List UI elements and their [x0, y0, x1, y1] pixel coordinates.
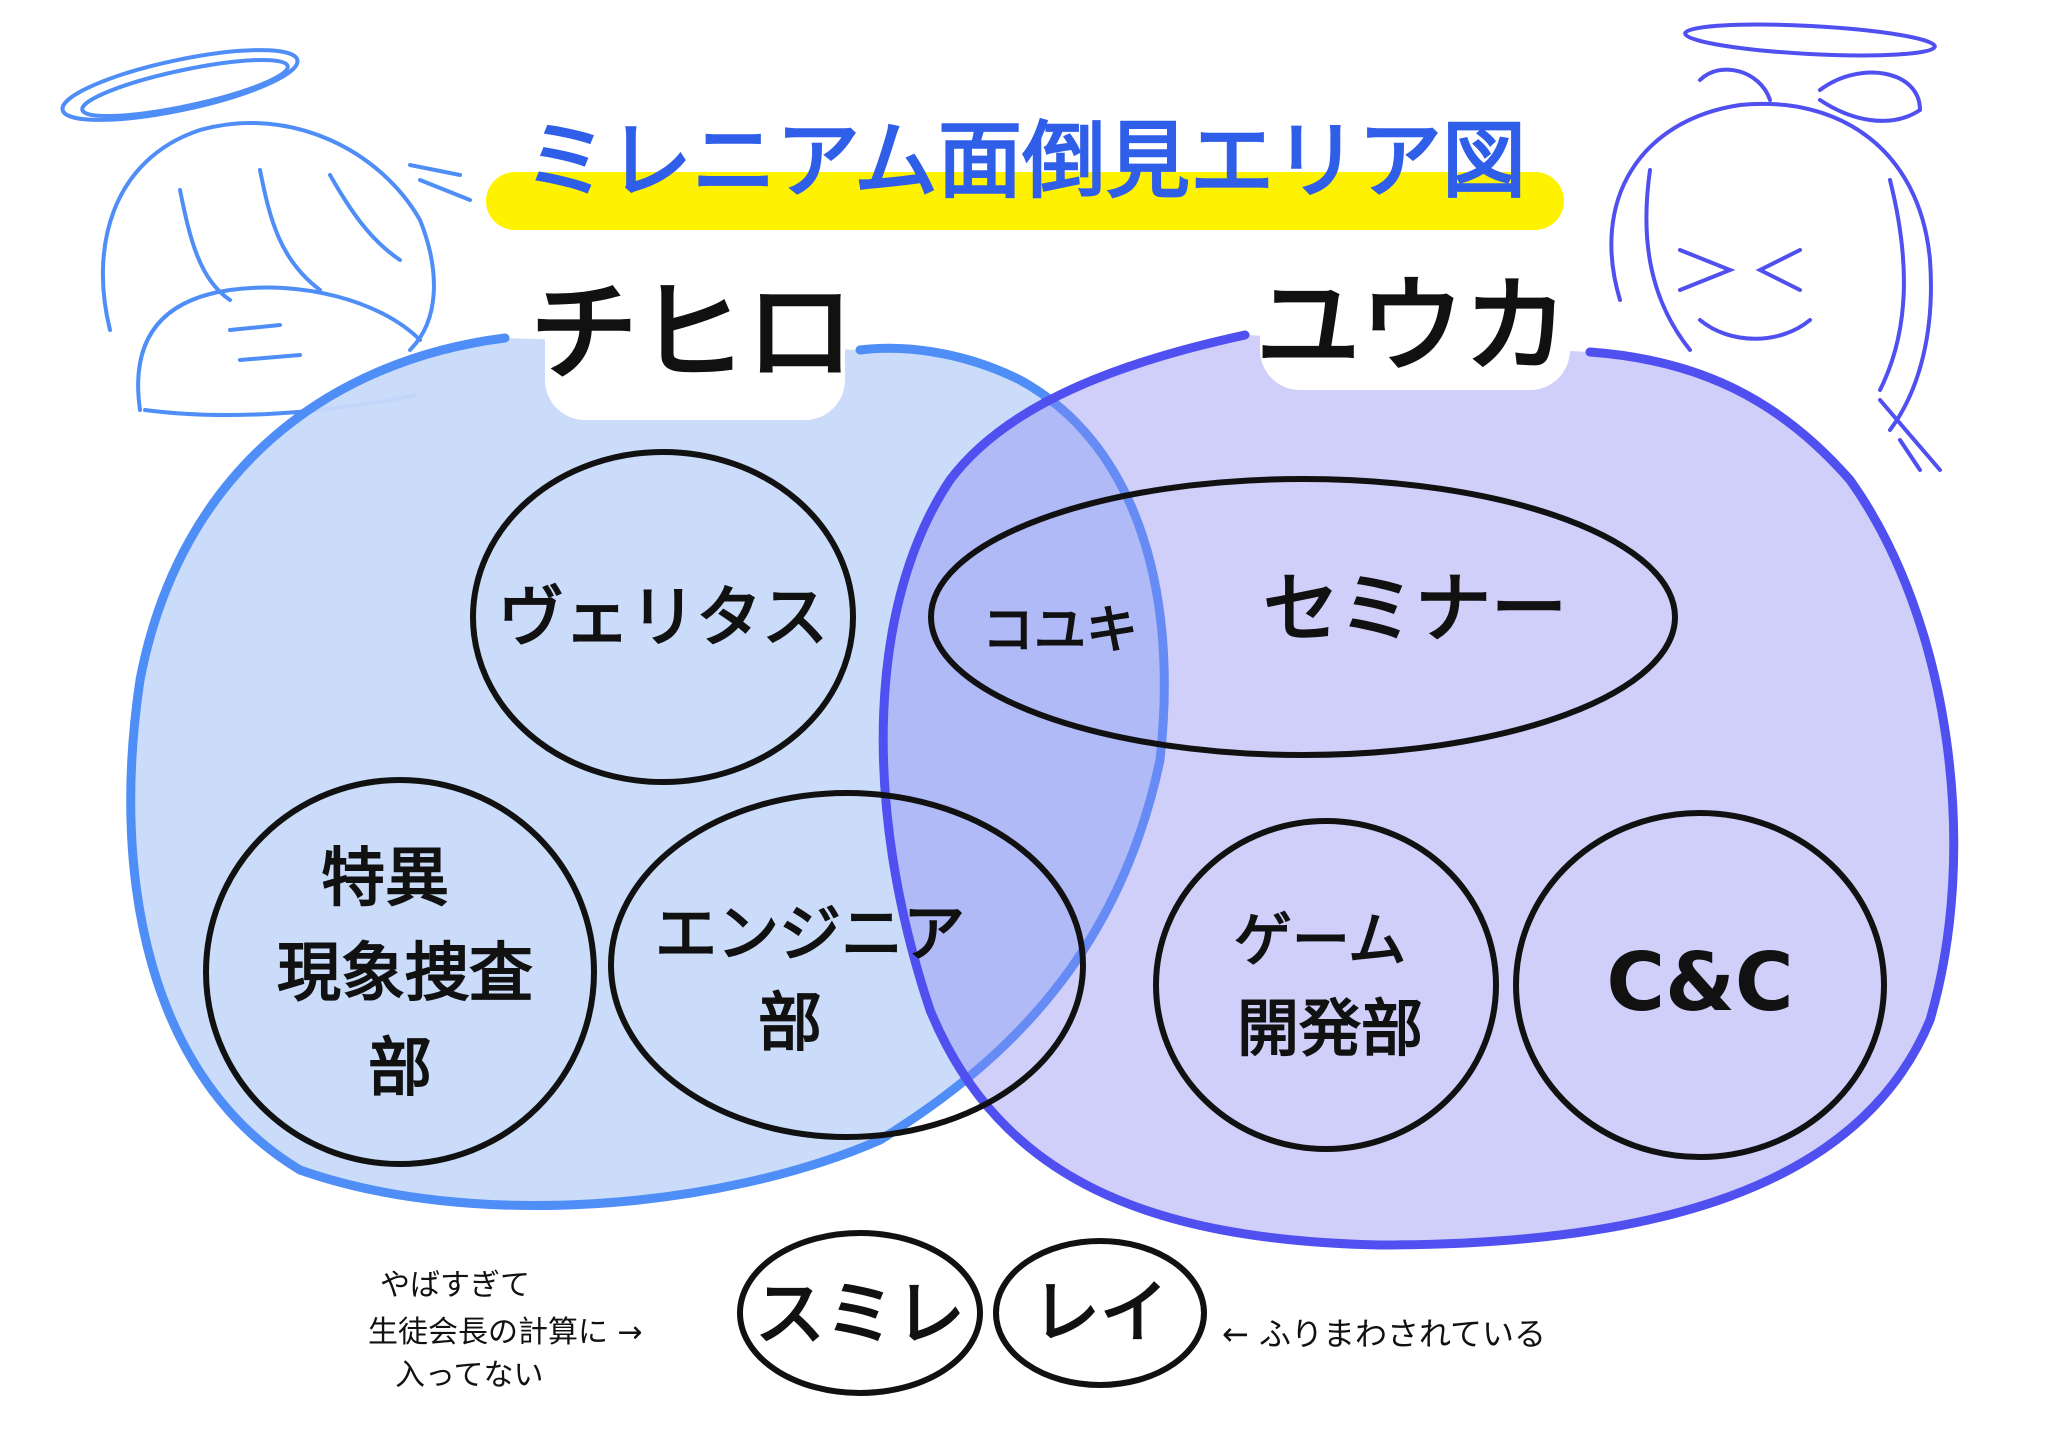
engineer-label-1: エンジニア — [655, 897, 965, 970]
cc-ring — [1513, 810, 1887, 1160]
game-dev-label-2: 開発部 — [1237, 992, 1423, 1065]
sumire-label: スミレ — [755, 1273, 965, 1355]
yuuka-set — [878, 330, 1959, 1250]
note-left-line-1: やばすぎて — [380, 1268, 530, 1303]
seminar-ring — [928, 476, 1678, 758]
tokui-genshou-label-1: 特異 — [321, 842, 449, 916]
note-left-line-2: 生徒会長の計算に → — [368, 1315, 643, 1350]
chihiro-label: チヒロ — [530, 271, 854, 396]
rei-ring — [993, 1238, 1207, 1388]
engineer-ring — [608, 790, 1086, 1140]
tokui-genshou-ring — [203, 777, 597, 1167]
engineer-label-2: 部 — [758, 987, 822, 1061]
yuuka-sketch-icon — [1609, 22, 1942, 472]
sumire-ring — [737, 1230, 983, 1396]
chihiro-label-bg — [545, 270, 845, 420]
veritas-ring — [470, 449, 856, 785]
seminar-label: セミナー — [1263, 564, 1567, 653]
koyuki-label: コユキ — [982, 601, 1138, 661]
note-right: ← ふりまわされている — [1222, 1315, 1546, 1353]
veritas-label: ヴェリタス — [498, 579, 828, 656]
tokui-genshou-label-3: 部 — [368, 1032, 432, 1106]
chihiro-set — [126, 333, 1169, 1211]
yuuka-label-bg — [1260, 270, 1570, 390]
yuuka-label: ユウカ — [1256, 265, 1568, 387]
diagram-title: ミレニアム面倒見エリア図 — [524, 112, 1526, 210]
game-dev-label-1: ゲーム — [1234, 906, 1406, 974]
note-left-line-3: 入ってない — [395, 1358, 544, 1393]
title-highlight — [486, 172, 1564, 230]
game-dev-ring — [1153, 818, 1499, 1152]
tokui-genshou-label-2: 現象捜査 — [277, 937, 533, 1011]
chihiro-sketch-icon — [60, 48, 472, 417]
cc-label: C&C — [1606, 936, 1793, 1029]
rei-label: レイ — [1032, 1274, 1168, 1353]
